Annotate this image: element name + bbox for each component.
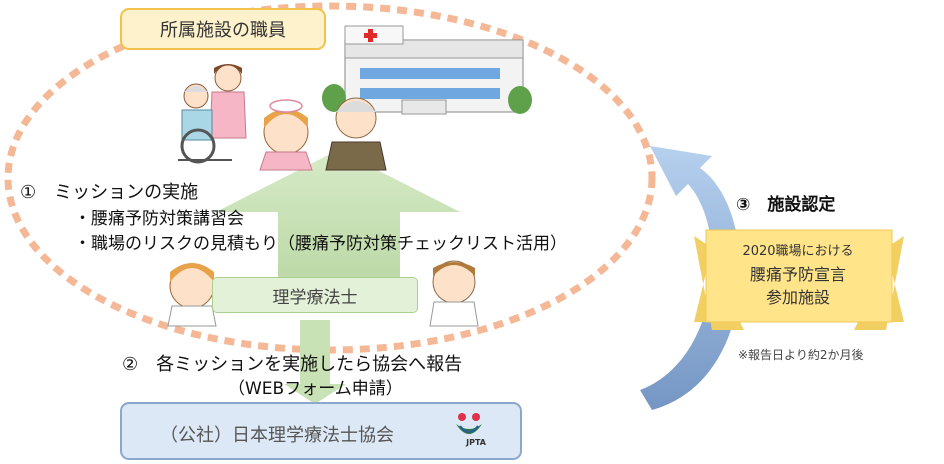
staff-label: 所属施設の職員: [120, 8, 326, 50]
blue-curved-arrow: [640, 146, 741, 410]
certification-banner: [694, 229, 904, 330]
mission-item-lecture: ・腰痛予防対策講習会: [74, 209, 244, 229]
banner-line-3: 参加施設: [765, 288, 830, 307]
physical-therapist-text: 理学療法士: [272, 287, 358, 308]
certification-label: ③ 施設認定: [736, 195, 836, 215]
association-name: （公社）日本理学療法士協会: [160, 425, 394, 446]
report-instruction: ② 各ミッションを実施したら協会へ報告: [122, 354, 463, 375]
female-therapist-illustration: [167, 263, 217, 327]
nurse-illustration: [259, 99, 313, 171]
mission-title: ① ミッションの実施: [20, 182, 199, 203]
green-up-arrow: [216, 150, 460, 282]
jpta-logo-text: JPTA: [466, 438, 486, 447]
green-down-arrow: [284, 320, 346, 404]
staff-label-text: 所属施設の職員: [160, 20, 286, 41]
banner-line-2: 腰痛予防宣言: [749, 265, 846, 284]
caregiver-wheelchair-illustration: [178, 64, 247, 164]
male-therapist-illustration: [429, 260, 479, 327]
hospital-building-icon: [322, 25, 532, 115]
banner-line-1: 2020職場における: [742, 244, 854, 259]
certification-note: ※報告日より約2か月後: [738, 348, 864, 362]
report-method: （WEBフォーム申請）: [228, 379, 403, 399]
jpta-logo-icon: [456, 413, 482, 434]
mission-item-risk-assessment: ・職場のリスクの見積もり（腰痛予防対策チェックリスト活用）: [74, 234, 567, 254]
association-box: （公社）日本理学療法士協会 JPTA: [120, 402, 522, 460]
physical-therapist-label: 理学療法士: [212, 277, 418, 313]
elderly-man-illustration: [325, 97, 387, 171]
